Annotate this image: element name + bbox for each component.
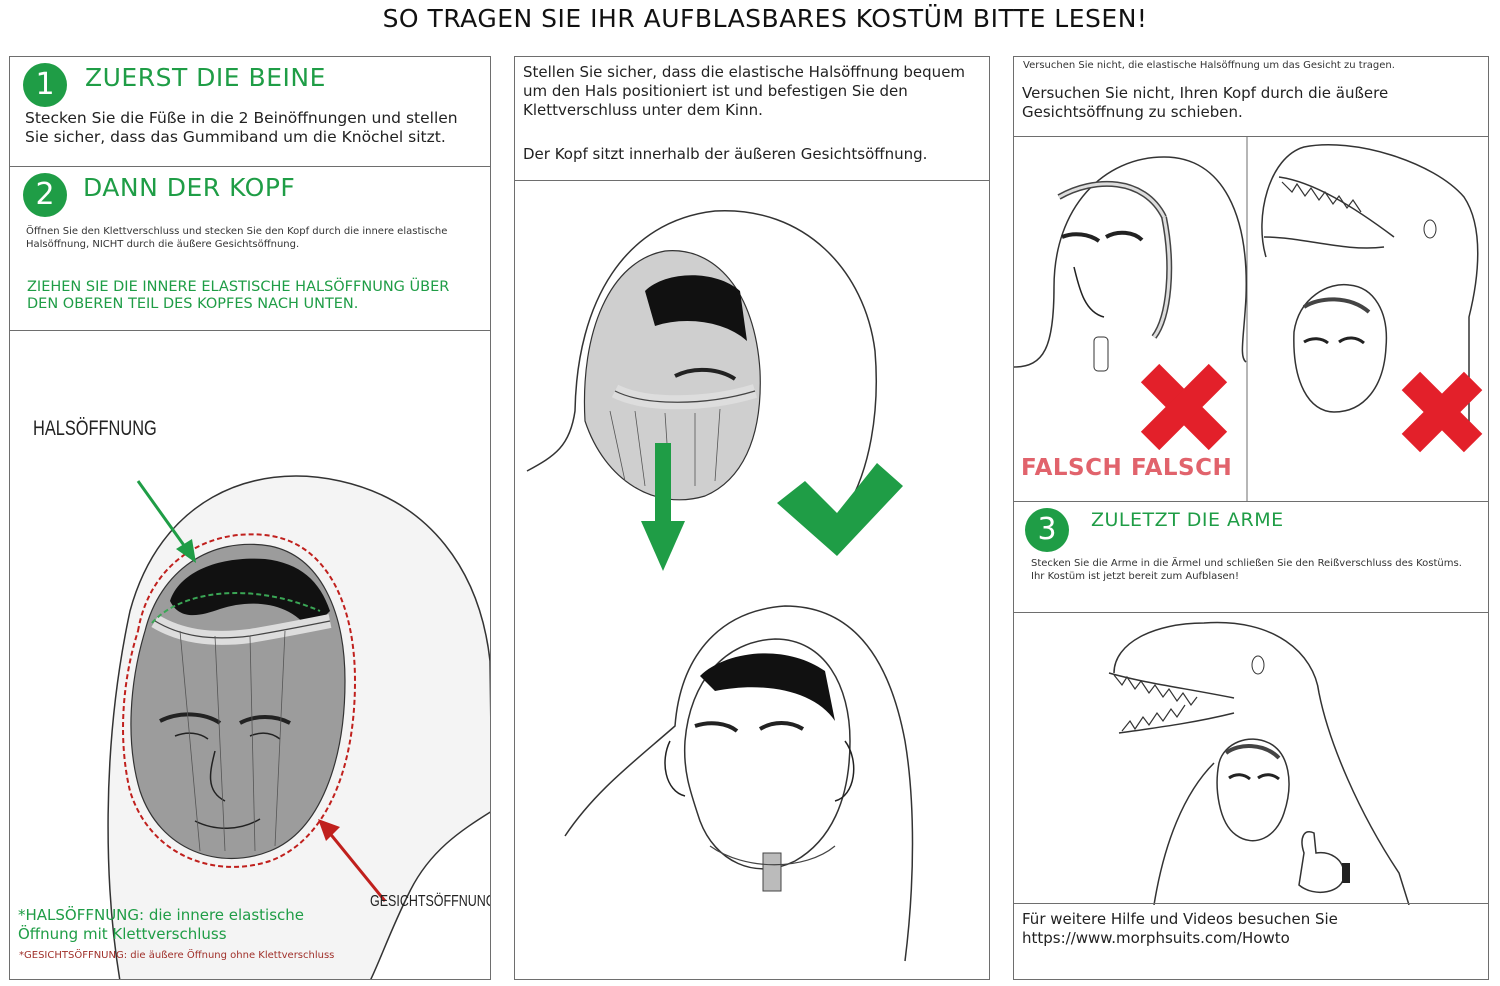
fit-text-line3: Klettverschluss unter dem Kinn.	[523, 101, 763, 119]
note-neck-line2: Öffnung mit Klettverschluss	[18, 925, 227, 943]
step-3-badge: 3	[1025, 508, 1069, 552]
warning-small: Versuchen Sie nicht, die elastische Hals…	[1023, 60, 1395, 71]
divider	[1014, 136, 1488, 137]
fit-text-line1: Stellen Sie sicher, dass die elastische …	[523, 63, 966, 81]
wrong-label-1: FALSCH	[1021, 455, 1123, 481]
divider	[515, 180, 989, 181]
column-wrong-and-step-3: Versuchen Sie nicht, die elastische Hals…	[1013, 56, 1489, 980]
correct-fit-illustration	[526, 210, 914, 962]
step-3-small-line2: Ihr Kostüm ist jetzt bereit zum Aufblase…	[1031, 571, 1240, 582]
step-3-small-line1: Stecken Sie die Arme in die Ärmel und sc…	[1031, 558, 1462, 569]
label-face-opening: GESICHTSÖFFNUNG	[370, 893, 491, 910]
wrong-fit-illustrations	[1014, 137, 1483, 501]
wrong-label-2: FALSCH	[1131, 455, 1233, 481]
warning-text-line1: Versuchen Sie nicht, Ihren Kopf durch di…	[1022, 84, 1389, 102]
step-2-badge: 2	[23, 173, 67, 217]
help-line1: Für weitere Hilfe und Videos besuchen Si…	[1022, 910, 1338, 928]
step-2-small-line1: Öffnen Sie den Klettverschluss und steck…	[26, 226, 448, 237]
divider	[10, 330, 490, 331]
column-fit-check: Stellen Sie sicher, dass die elastische …	[514, 56, 990, 980]
warning-text-line2: Gesichtsöffnung zu schieben.	[1022, 103, 1243, 121]
step-1-badge: 1	[23, 63, 67, 107]
step-2-green-line2: DEN OBEREN TEIL DES KOPFES NACH UNTEN.	[27, 296, 359, 312]
step-1-heading: ZUERST DIE BEINE	[85, 63, 326, 92]
step-2-green-line1: ZIEHEN SIE DIE INNERE ELASTISCHE HALSÖFF…	[27, 279, 450, 295]
divider	[10, 166, 490, 167]
column-step-1-2: 1 ZUERST DIE BEINE Stecken Sie die Füße …	[9, 56, 491, 980]
step-1-text-line1: Stecken Sie die Füße in die 2 Beinöffnun…	[25, 109, 458, 127]
divider	[1014, 903, 1488, 904]
step-3-heading: ZULETZT DIE ARME	[1091, 509, 1284, 531]
step-1-text-line2: Sie sicher, dass das Gummiband um die Kn…	[25, 128, 446, 146]
finished-costume-illustration	[1108, 621, 1410, 905]
step-2-small-line2: Halsöffnung, NICHT durch die äußere Gesi…	[26, 239, 300, 250]
divider	[1014, 501, 1488, 502]
help-link[interactable]: https://www.morphsuits.com/Howto	[1022, 929, 1290, 947]
page-title: SO TRAGEN SIE IHR AUFBLASBARES KOSTÜM BI…	[382, 4, 1148, 33]
step-2-heading: DANN DER KOPF	[83, 173, 296, 202]
label-neck-opening: HALSÖFFNUNG	[33, 417, 157, 440]
divider	[1014, 612, 1488, 613]
note-neck-line1: *HALSÖFFNUNG: die innere elastische	[18, 906, 305, 924]
fit-text-line4: Der Kopf sitzt innerhalb der äußeren Ges…	[523, 145, 928, 163]
note-face: *GESICHTSÖFFNUNG: die äußere Öffnung ohn…	[19, 950, 335, 961]
hood-diagram-illustration	[107, 475, 490, 979]
fit-text-line2: um den Hals positioniert ist und befesti…	[523, 82, 908, 100]
